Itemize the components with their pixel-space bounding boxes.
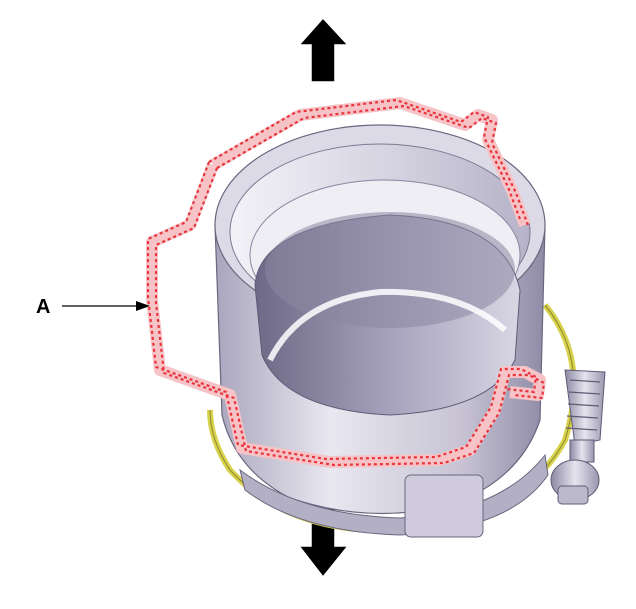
highlighted-seal (146, 97, 546, 468)
pull-up-arrow (297, 16, 350, 83)
callout-a: A (36, 296, 150, 318)
housing-body (214, 124, 549, 538)
callout-label: A (36, 296, 50, 318)
clamp-bolt (550, 369, 606, 505)
callout-arrowhead (136, 301, 150, 311)
